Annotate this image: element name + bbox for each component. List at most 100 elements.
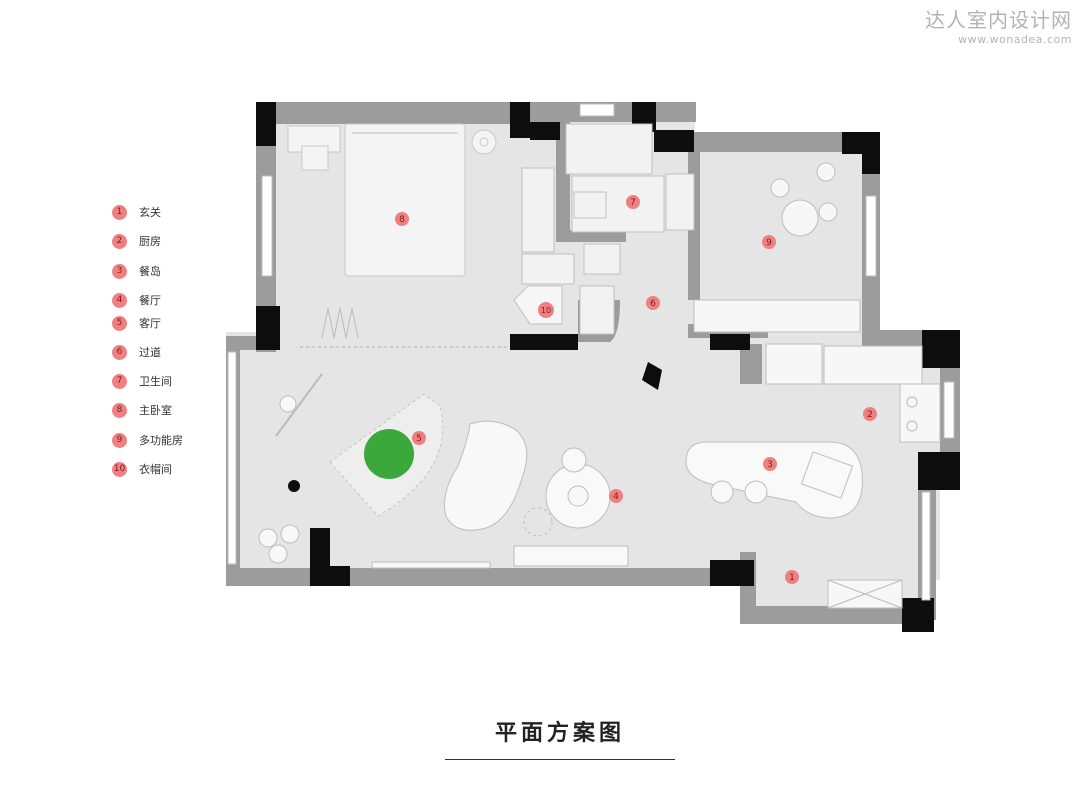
chair: [770, 178, 790, 198]
entrance-window: [921, 491, 931, 601]
marker-master-bedroom: 8: [395, 212, 409, 226]
marker-multipurpose-room: 9: [762, 235, 776, 249]
stove-counter: [899, 383, 941, 443]
chair: [816, 162, 836, 182]
legend-item-dining-room: 4 餐厅: [112, 292, 161, 308]
washing-machine: [583, 243, 621, 275]
desk-chair: [301, 145, 329, 171]
living-furniture: [258, 362, 662, 564]
marker-walk-in-closet: 10: [538, 302, 554, 318]
legend-marker: 8: [112, 402, 127, 418]
round-table: [781, 199, 819, 237]
bathroom-window: [579, 103, 615, 117]
round-ottoman: [364, 429, 414, 479]
toilet-area: [665, 173, 695, 231]
bar-stool: [710, 480, 734, 504]
legend-label: 客厅: [139, 317, 161, 330]
chair: [818, 202, 838, 222]
floor-lamp-center: [479, 137, 489, 147]
column: [918, 452, 960, 490]
column: [710, 560, 754, 586]
column: [922, 330, 960, 368]
legend-label: 衣帽间: [139, 463, 172, 476]
plan-caption: 平面方案图: [445, 715, 675, 760]
closet-shelf: [579, 285, 615, 335]
multipurpose-furniture: [693, 162, 861, 333]
marker-kitchen: 2: [863, 407, 877, 421]
legend-item-walk-in-closet: 10 衣帽间: [112, 461, 172, 477]
marker-label: 4: [613, 492, 619, 502]
dining-chair: [561, 447, 587, 473]
structural-columns: [256, 102, 960, 632]
marker-label: 7: [630, 198, 636, 208]
marker-label: 2: [867, 410, 873, 420]
watermark: 达人室内设计网 www.wonadea.com: [925, 4, 1072, 46]
entrance-fixtures: [827, 579, 903, 609]
legend-marker: 4: [112, 292, 127, 308]
bathroom-fixtures: [565, 123, 695, 275]
kitchen-fixtures: [765, 343, 941, 443]
marker-label: 1: [789, 573, 795, 583]
sideboard: [513, 545, 629, 567]
kitchen-window: [943, 381, 955, 439]
column: [510, 334, 578, 350]
wall: [740, 606, 934, 624]
marker-hallway: 6: [646, 296, 660, 310]
watermark-url: www.wonadea.com: [958, 33, 1072, 46]
lounge-chair: [268, 544, 288, 564]
legend-label: 餐厅: [139, 294, 161, 307]
column: [310, 566, 350, 586]
watermark-brand: 达人室内设计网: [925, 8, 1072, 32]
wall: [740, 344, 762, 384]
marker-dining-room: 4: [609, 489, 623, 503]
refrigerator: [765, 343, 823, 385]
column: [256, 102, 276, 146]
legend-marker: 1: [112, 204, 127, 220]
legend-label: 玄关: [139, 206, 161, 219]
legend-marker: 9: [112, 432, 127, 448]
legend-label: 过道: [139, 346, 161, 359]
legend-marker: 5: [112, 315, 127, 331]
shower: [565, 123, 653, 175]
legend-label: 卫生间: [139, 375, 172, 388]
island-sink: [800, 451, 854, 499]
bar-stool: [744, 480, 768, 504]
shoe-cabinet-cross: [827, 579, 903, 609]
bedroom-furniture: [287, 123, 497, 339]
side-table: [279, 395, 297, 413]
marker-bathroom: 7: [626, 195, 640, 209]
marker-living-room: 5: [412, 431, 426, 445]
legend-label: 餐岛: [139, 265, 161, 278]
built-in-cabinet: [693, 299, 861, 333]
caption-underline: [445, 759, 675, 760]
column: [902, 598, 934, 632]
marker-label: 3: [767, 460, 773, 470]
reading-lamp: [275, 373, 323, 437]
multipurpose-window: [865, 195, 877, 277]
dining-island: [685, 441, 863, 519]
windows: [227, 103, 955, 601]
legend-item-living-room: 5 客厅: [112, 315, 161, 331]
lounge-chair: [258, 528, 278, 548]
legend-marker: 2: [112, 233, 127, 249]
marker-dining-island: 3: [763, 457, 777, 471]
wall: [680, 132, 880, 152]
room-markers: 1 2 3 4 5 6 7 8 9 10: [395, 195, 877, 584]
closets: [513, 167, 615, 335]
legend-item-master-bedroom: 8 主卧室: [112, 402, 172, 418]
decor-plant: [642, 362, 662, 390]
burner: [906, 420, 918, 432]
wardrobe: [521, 167, 555, 253]
curved-sofa: [444, 420, 528, 531]
bedroom-window: [261, 175, 273, 277]
sink: [573, 191, 607, 219]
caption-title: 平面方案图: [494, 721, 625, 746]
legend-label: 主卧室: [139, 404, 172, 417]
wall: [566, 230, 626, 242]
kitchen-counter: [823, 345, 923, 385]
legend-marker: 10: [112, 461, 127, 477]
